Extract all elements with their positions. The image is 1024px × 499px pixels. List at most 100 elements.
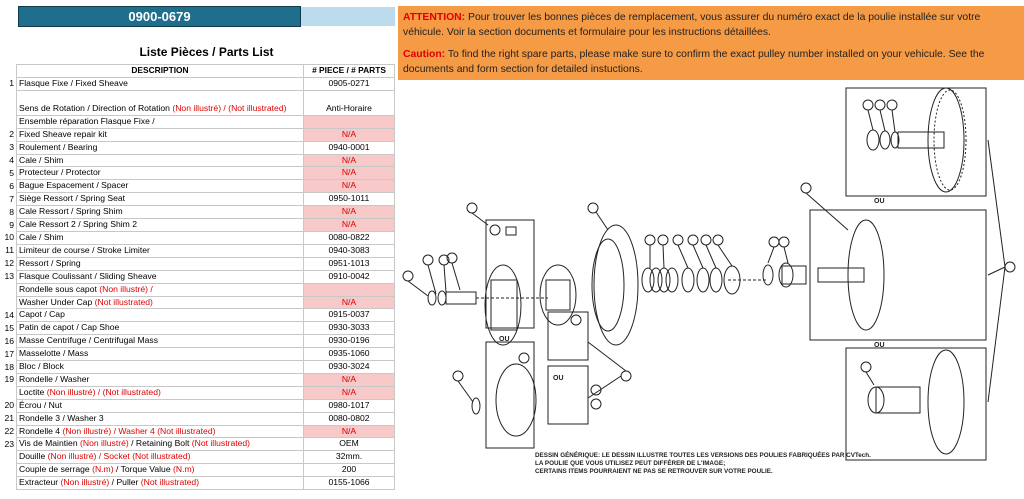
row-number: 18 <box>4 361 14 372</box>
caution-text: To find the right spare parts, please ma… <box>403 49 985 75</box>
row-description: Roulement / Bearing <box>16 140 304 155</box>
ou-label-3: OU <box>499 336 510 343</box>
row-part-number: N/A <box>303 205 395 220</box>
row-part-number: 0980-1017 <box>303 398 395 413</box>
row-number: 11 <box>5 245 14 256</box>
row-number <box>2 451 17 464</box>
header-fill-cell <box>301 7 395 26</box>
row-part-number: N/A <box>303 295 395 310</box>
row-description: Bague Espacement / Spacer <box>16 179 304 194</box>
row-number: 8 <box>9 206 14 217</box>
row-description: Siège Ressort / Spring Seat <box>16 192 304 207</box>
row-description: Capot / Cap <box>16 308 304 323</box>
note-line-3: CERTAINS ITEMS POURRAIENT NE PAS SE RETR… <box>535 468 773 475</box>
row-description: Masselotte / Mass <box>16 347 304 362</box>
row-description: Patin de capot / Cap Shoe <box>16 321 304 336</box>
row-number: 20 <box>4 400 14 411</box>
row-part-number: 200 <box>303 463 395 478</box>
row-number: 16 <box>4 335 14 346</box>
row-number: 15 <box>4 322 14 333</box>
row-number <box>2 477 17 490</box>
row-number <box>2 464 17 477</box>
row-description: Protecteur / Protector <box>16 166 304 181</box>
row-part-number: N/A <box>303 153 395 168</box>
table-header-row: DESCRIPTION # PIECE / # PARTS <box>2 64 395 78</box>
parts-list-panel: 0900-0679 Liste Pièces / Parts List DESC… <box>0 0 398 499</box>
row-part-number <box>303 282 395 297</box>
table-row: Sens de Rotation / Direction of Rotation… <box>2 89 395 116</box>
row-description: Limiteur de course / Stroke Limiter <box>16 243 304 258</box>
table-row: Douille (Non illustré) / Socket (Not ill… <box>2 450 395 465</box>
cap-group-box <box>485 219 535 329</box>
row-description: Rondelle / Washer <box>16 372 304 387</box>
row-description: Washer Under Cap (Not illustrated) <box>16 295 304 310</box>
inset-box-top <box>845 87 987 197</box>
row-description: Loctite (Non illustré) / (Not illustrate… <box>16 385 304 400</box>
row-description: Rondelle 4 (Non illustré) / Washer 4 (No… <box>16 424 304 439</box>
attention-notice: ATTENTION: Pour trouver les bonnes pièce… <box>403 10 1015 40</box>
row-part-number: 0080-0822 <box>303 230 395 245</box>
row-description: Rondelle sous capot (Non illustré) / <box>16 282 304 297</box>
row-number: 14 <box>4 309 14 320</box>
description-header: DESCRIPTION <box>16 64 304 78</box>
caution-label: Caution: <box>403 49 446 60</box>
note-line-1: DESSIN GÉNÉRIQUE: LE DESSIN ILLUSTRE TOU… <box>535 452 871 459</box>
row-part-number: 0940-0001 <box>303 140 395 155</box>
row-number: 1 <box>9 78 14 89</box>
row-part-number: 0930-3033 <box>303 321 395 336</box>
row-number <box>2 115 17 128</box>
row-part-number: 32mm. <box>303 450 395 465</box>
row-number: 23 <box>4 438 14 449</box>
row-part-number: Anti-Horaire <box>303 89 395 116</box>
row-part-number: 0935-1060 <box>303 347 395 362</box>
row-part-number: 0915-0037 <box>303 308 395 323</box>
row-description: Masse Centrifuge / Centrifugal Mass <box>16 334 304 349</box>
row-part-number: N/A <box>303 127 395 142</box>
row-description: Bloc / Block <box>16 360 304 374</box>
row-description: Cale / Shim <box>16 230 304 245</box>
row-number: 9 <box>9 219 14 230</box>
cap-group-box-2 <box>485 341 535 449</box>
row-number <box>2 386 17 399</box>
row-part-number: 0930-3024 <box>303 360 395 374</box>
table-row: Washer Under Cap (Not illustrated)N/A <box>2 295 395 310</box>
exploded-pulley-diagram: OU OU OU OU <box>402 87 1016 461</box>
table-row: Couple de serrage (N.m) / Torque Value (… <box>2 463 395 478</box>
row-part-number: OEM <box>303 437 395 452</box>
table-row: Extracteur (Non illustré) / Puller (Not … <box>2 476 395 491</box>
row-part-number: N/A <box>303 424 395 439</box>
part-number-header: # PIECE / # PARTS <box>303 64 395 78</box>
row-description: Extracteur (Non illustré) / Puller (Not … <box>16 476 304 491</box>
row-number: 6 <box>9 180 14 191</box>
row-description: Flasque Coulissant / Sliding Sheave <box>16 269 304 284</box>
table-row: Ensemble réparation Flasque Fixe / <box>2 114 395 129</box>
row-number: 5 <box>9 167 14 178</box>
table-row: Loctite (Non illustré) / (Not illustrate… <box>2 385 395 400</box>
row-part-number: N/A <box>303 179 395 194</box>
attention-text: Pour trouver les bonnes pièces de rempla… <box>403 12 981 38</box>
row-description: Écrou / Nut <box>16 398 304 413</box>
row-number: 22 <box>4 426 14 437</box>
row-part-number: 0910-0042 <box>303 269 395 284</box>
row-description: Cale Ressort / Spring Shim <box>16 205 304 220</box>
row-description: Rondelle 3 / Washer 3 <box>16 411 304 426</box>
pulley-part-number: 0900-0679 <box>18 6 301 27</box>
row-number: 13 <box>4 271 14 282</box>
generic-drawing-note: DESSIN GÉNÉRIQUE: LE DESSIN ILLUSTRE TOU… <box>535 452 871 476</box>
